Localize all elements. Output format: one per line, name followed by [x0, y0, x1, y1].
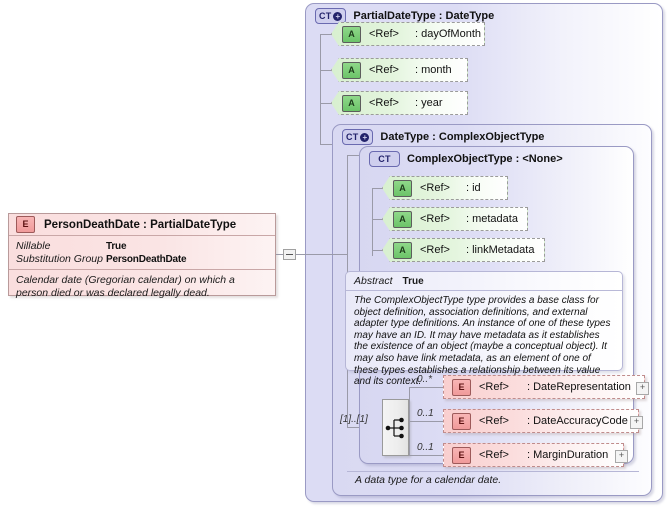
tree-stub-month: [320, 70, 333, 71]
collapse-toggle-button[interactable]: [283, 249, 296, 260]
abstract-value: True: [402, 276, 424, 287]
tree-stub-linkmetadata: [372, 250, 384, 251]
seq-branch-dateaccuracycode: [409, 421, 443, 422]
attribute-badge-icon: A: [342, 25, 361, 43]
attribute-row-dayofmonth[interactable]: A <Ref> : dayOfMonth: [331, 22, 485, 46]
element-definition-properties: Nillable True Substitution Group PersonD…: [9, 236, 275, 270]
link-toggle-to-tree: [296, 254, 347, 255]
expand-plus-icon[interactable]: +: [636, 382, 649, 395]
element-ref-label: <Ref>: [479, 449, 509, 461]
plus-glyph: +: [360, 132, 370, 142]
complex-object-type-title-row: CT ComplexObjectType : <None>: [369, 151, 563, 167]
element-name-label: : DateRepresentation: [526, 381, 631, 393]
attribute-name-label: : month: [414, 64, 452, 76]
element-definition-box[interactable]: E PersonDeathDate : PartialDateType Nill…: [8, 213, 276, 299]
attribute-badge-icon: A: [342, 61, 361, 79]
date-type-label: DateType : ComplexObjectType: [380, 131, 545, 143]
sequence-node-icon: [385, 417, 404, 438]
attribute-badge-icon: A: [393, 179, 412, 197]
cardinality-dateaccuracycode: 0..1: [417, 408, 434, 419]
property-value: True: [106, 241, 127, 252]
element-badge-icon: E: [452, 412, 471, 430]
element-ref-daterepresentation[interactable]: E <Ref> : DateRepresentation +: [443, 375, 649, 399]
ct-badge-text: CT: [346, 131, 359, 142]
element-name-label: : DateAccuracyCode: [526, 415, 628, 427]
element-badge-icon: E: [452, 446, 471, 464]
attribute-name-label: : id: [465, 182, 481, 194]
element-ref-dateaccuracycode[interactable]: E <Ref> : DateAccuracyCode +: [443, 409, 643, 433]
tree-stub-year: [320, 103, 333, 104]
attribute-row-id[interactable]: A <Ref> : id: [382, 176, 508, 200]
seq-branch-daterepresentation: [409, 387, 443, 388]
property-row-nillable: Nillable True: [16, 240, 268, 253]
seq-branch-vertical: [409, 387, 410, 456]
attribute-ref-label: <Ref>: [420, 182, 450, 194]
attribute-badge-icon: A: [393, 241, 412, 259]
complex-type-icon[interactable]: CT: [369, 151, 400, 167]
date-type-caption: A data type for a calendar date.: [347, 471, 639, 487]
property-value: PersonDeathDate: [106, 254, 187, 265]
complex-object-type-doc-box: Abstract True The ComplexObjectType type…: [345, 271, 623, 387]
expand-plus-icon[interactable]: +: [615, 450, 628, 463]
complex-type-plus-icon[interactable]: CT+: [342, 129, 374, 145]
attribute-badge-icon: A: [393, 210, 412, 228]
ct-badge-text: CT: [378, 153, 391, 164]
element-definition-title: PersonDeathDate : PartialDateType: [44, 218, 237, 231]
attribute-name-label: : linkMetadata: [465, 244, 535, 256]
date-type-title-row: CT+ DateType : ComplexObjectType: [342, 129, 544, 145]
attribute-name-label: : year: [414, 97, 443, 109]
attribute-ref-label: <Ref>: [420, 244, 450, 256]
partial-date-type-title-row: CT+ PartialDateType : DateType: [315, 8, 494, 24]
link-defbox-to-toggle: [276, 254, 284, 255]
attribute-row-linkmetadata[interactable]: A <Ref> : linkMetadata: [382, 238, 545, 262]
tree-stub-id: [372, 188, 384, 189]
ct-badge-text: CT: [319, 10, 332, 21]
abstract-label: Abstract: [354, 275, 393, 287]
attribute-name-label: : dayOfMonth: [414, 28, 482, 40]
tree-stub-complexobjecttype: [347, 155, 360, 156]
attribute-ref-label: <Ref>: [369, 97, 399, 109]
sequence-compositor-node[interactable]: [382, 399, 409, 456]
attribute-name-label: : metadata: [465, 213, 518, 225]
abstract-row: Abstract True: [346, 272, 622, 291]
sequence-cardinality-label: [1]..[1]: [340, 414, 368, 425]
complex-type-plus-icon[interactable]: CT+: [315, 8, 347, 24]
element-definition-documentation: Calendar date (Gregorian calendar) on wh…: [16, 274, 235, 299]
attribute-ref-label: <Ref>: [369, 64, 399, 76]
attribute-ref-label: <Ref>: [420, 213, 450, 225]
attribute-ref-label: <Ref>: [369, 28, 399, 40]
element-badge-icon: E: [452, 378, 471, 396]
cardinality-marginduration: 0..1: [417, 442, 434, 453]
seq-branch-marginduration: [409, 455, 443, 456]
expand-plus-icon[interactable]: +: [630, 416, 643, 429]
property-row-substitution-group: Substitution Group PersonDeathDate: [16, 253, 268, 266]
tree-stub-dayofmonth: [320, 34, 333, 35]
property-label: Nillable: [16, 240, 51, 252]
tree-stub-metadata: [372, 219, 384, 220]
element-definition-header: E PersonDeathDate : PartialDateType: [9, 214, 275, 236]
complex-object-type-documentation: The ComplexObjectType type provides a ba…: [354, 295, 611, 388]
element-badge-icon: E: [16, 216, 35, 233]
attribute-badge-icon: A: [342, 94, 361, 112]
cardinality-daterepresentation: 0..*: [417, 374, 433, 385]
element-name-label: : MarginDuration: [526, 449, 609, 461]
attribute-row-month[interactable]: A <Ref> : month: [331, 58, 468, 82]
attribute-row-year[interactable]: A <Ref> : year: [331, 91, 468, 115]
plus-glyph: +: [333, 11, 343, 21]
tree-line-vertical-attrs-1: [320, 34, 321, 144]
attribute-row-metadata[interactable]: A <Ref> : metadata: [382, 207, 528, 231]
tree-line-vertical-attrs-2: [372, 188, 373, 256]
tree-stub-datetype: [320, 144, 333, 145]
complex-object-type-label: ComplexObjectType : <None>: [407, 153, 563, 165]
element-ref-label: <Ref>: [479, 381, 509, 393]
element-ref-label: <Ref>: [479, 415, 509, 427]
property-label: Substitution Group: [16, 253, 103, 265]
element-ref-marginduration[interactable]: E <Ref> : MarginDuration +: [443, 443, 628, 467]
partial-date-type-label: PartialDateType : DateType: [353, 10, 495, 22]
